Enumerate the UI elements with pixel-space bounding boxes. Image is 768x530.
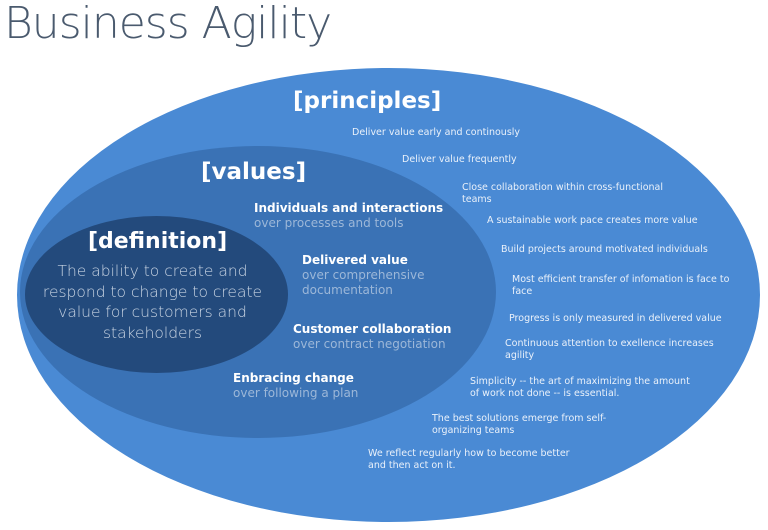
value-item: Individuals and interactions over proces…	[254, 201, 443, 231]
definition-text: The ability to create and respond to cha…	[42, 262, 263, 342]
principle-item: Deliver value early and continously	[352, 127, 521, 138]
principle-item: Simplicity -- the art of maximizing the …	[470, 376, 690, 399]
page-title: Business Agility	[4, 0, 332, 49]
value-item: Enbracing change over following a plan	[233, 371, 358, 401]
principle-item: Close collaboration within cross-functio…	[462, 182, 663, 205]
value-sub: over contract negotiation	[293, 337, 446, 351]
value-item: Delivered value over comprehensive docum…	[302, 253, 437, 298]
value-sub: over following a plan	[233, 386, 359, 400]
value-sub: over comprehensive documentation	[302, 268, 425, 297]
principle-item: We reflect regularly how to become bette…	[368, 448, 570, 471]
principle-item: A sustainable work pace creates more val…	[487, 215, 698, 226]
value-main: Delivered value	[302, 253, 408, 267]
principle-item: Deliver value frequently	[402, 154, 517, 165]
values-heading: [values]	[201, 159, 307, 185]
definition-heading: [definition]	[88, 229, 228, 254]
principle-item: Most efficient transfer of infomation is…	[512, 274, 730, 297]
value-main: Customer collaboration	[293, 322, 452, 336]
principles-heading: [principles]	[293, 88, 442, 114]
principle-item: Continuous attention to exellence increa…	[505, 338, 714, 361]
value-item: Customer collaboration over contract neg…	[293, 322, 451, 352]
value-main: Individuals and interactions	[254, 201, 444, 215]
principle-item: Build projects around motivated individu…	[501, 244, 708, 255]
principle-item: Progress is only measured in delivered v…	[509, 313, 722, 324]
value-sub: over processes and tools	[254, 216, 404, 230]
definition-ellipse	[25, 216, 288, 373]
principle-item: The best solutions emerge from self-orga…	[432, 413, 607, 436]
value-main: Enbracing change	[233, 371, 354, 385]
